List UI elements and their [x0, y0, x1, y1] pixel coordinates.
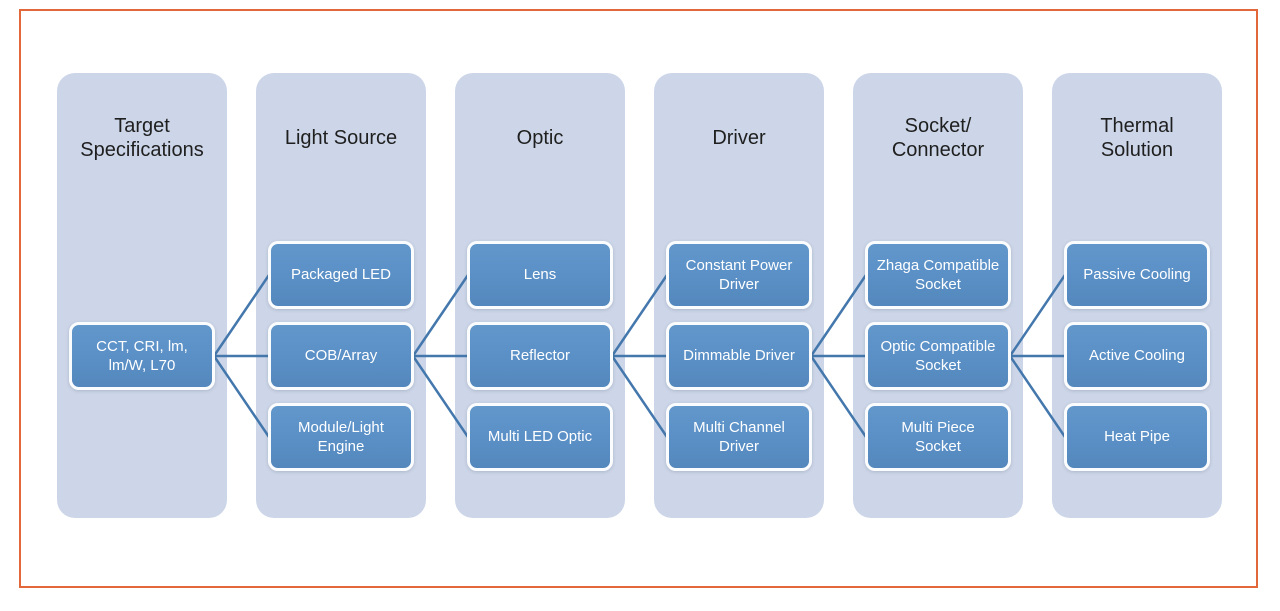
column-title-thermal-solution: Thermal Solution	[1100, 115, 1174, 161]
node-passive-cooling: Passive Cooling	[1064, 241, 1210, 309]
column-driver: Driver Constant Power Driver Dimmable Dr…	[654, 73, 824, 518]
node-optic-compatible-socket: Optic Compatible Socket	[865, 322, 1011, 390]
node-active-cooling: Active Cooling	[1064, 322, 1210, 390]
column-thermal-solution: Thermal Solution Passive Cooling Active …	[1052, 73, 1222, 518]
column-socket-connector: Socket/ Connector Zhaga Compatible Socke…	[853, 73, 1023, 518]
node-packaged-led: Packaged LED	[268, 241, 414, 309]
node-constant-power-driver: Constant Power Driver	[666, 241, 812, 309]
column-title-driver: Driver	[712, 127, 766, 150]
node-module-light-engine: Module/Light Engine	[268, 403, 414, 471]
column-title-target-specifications: Target Specifications	[80, 115, 204, 161]
node-zhaga-compatible-socket: Zhaga Compatible Socket	[865, 241, 1011, 309]
column-title-light-source: Light Source	[284, 127, 398, 150]
outer-border	[19, 9, 1258, 588]
node-multi-led-optic: Multi LED Optic	[467, 403, 613, 471]
column-optic: Optic Lens Reflector Multi LED Optic	[455, 73, 625, 518]
node-dimmable-driver: Dimmable Driver	[666, 322, 812, 390]
node-heat-pipe: Heat Pipe	[1064, 403, 1210, 471]
node-cob-array: COB/Array	[268, 322, 414, 390]
column-title-optic: Optic	[516, 127, 564, 150]
node-reflector: Reflector	[467, 322, 613, 390]
node-multi-piece-socket: Multi Piece Socket	[865, 403, 1011, 471]
node-lens: Lens	[467, 241, 613, 309]
column-light-source: Light Source Packaged LED COB/Array Modu…	[256, 73, 426, 518]
column-title-socket-connector: Socket/ Connector	[891, 115, 985, 161]
column-target-specifications: Target Specifications CCT, CRI, lm, lm/W…	[57, 73, 227, 518]
node-target-specs: CCT, CRI, lm, lm/W, L70	[69, 322, 215, 390]
node-multi-channel-driver: Multi Channel Driver	[666, 403, 812, 471]
